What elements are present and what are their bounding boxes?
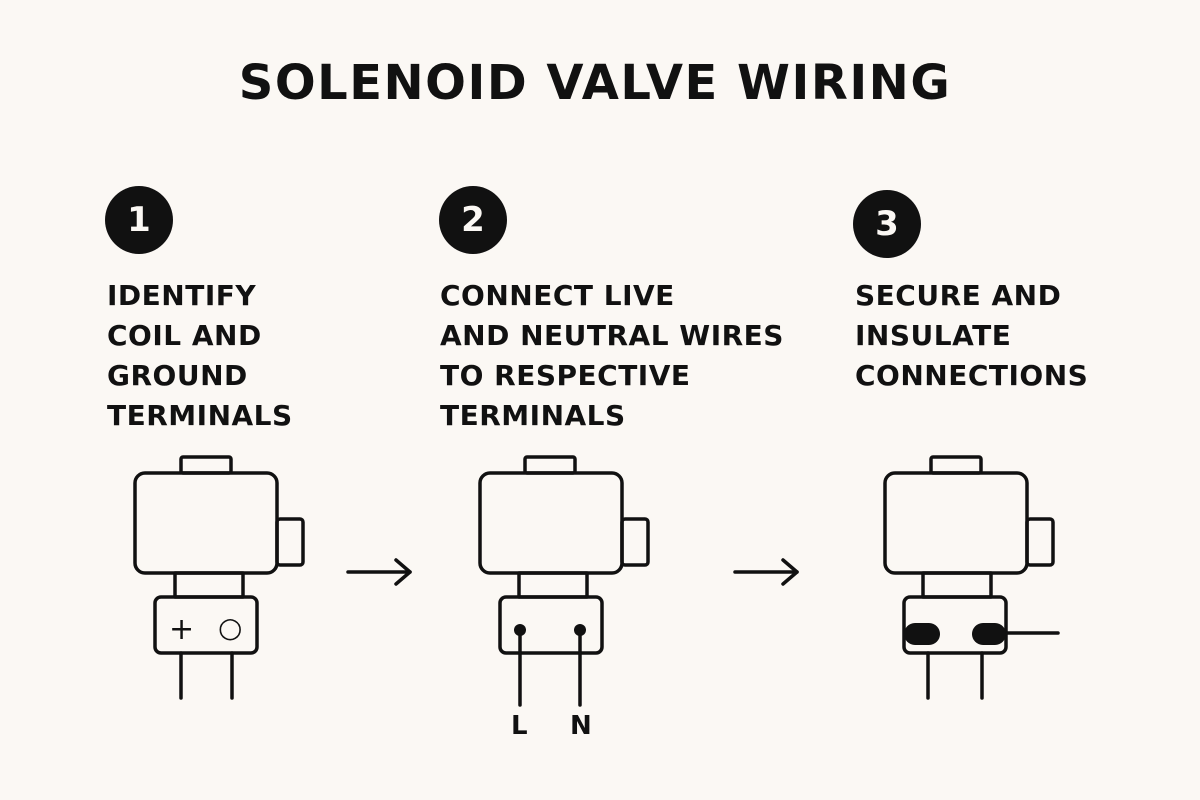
step-2-instructions: CONNECT LIVE AND NEUTRAL WIRES TO RESPEC… [440, 276, 784, 436]
live-wire-label: L [511, 711, 528, 741]
neutral-terminal-dot [574, 624, 586, 636]
insulated-connection-right [972, 623, 1006, 645]
step-2-line: TO RESPECTIVE [440, 359, 691, 392]
step-2-line: AND NEUTRAL WIRES [440, 319, 784, 352]
step-1-line: IDENTIFY [107, 279, 257, 312]
neutral-wire-label: N [570, 711, 592, 741]
step-3-line: SECURE AND [855, 279, 1062, 312]
arrow-right-icon [733, 558, 799, 586]
page-title: SOLENOID VALVE WIRING [238, 55, 952, 111]
step-2-number-badge: 2 [439, 186, 507, 254]
step-3-line: INSULATE [855, 319, 1012, 352]
step-3-number-badge: 3 [853, 190, 921, 258]
step-1-line: GROUND [107, 359, 248, 392]
arrow-right-icon [346, 558, 412, 586]
step-1-line: TERMINALS [107, 399, 293, 432]
step-3-instructions: SECURE AND INSULATE CONNECTIONS [855, 276, 1088, 396]
solenoid-valve-icon [133, 455, 305, 700]
step-1-instructions: IDENTIFY COIL AND GROUND TERMINALS [107, 276, 293, 436]
step-2-line: TERMINALS [440, 399, 626, 432]
insulated-connection-left [904, 623, 940, 645]
step-1-line: COIL AND [107, 319, 262, 352]
live-terminal-dot [514, 624, 526, 636]
step-2-line: CONNECT LIVE [440, 279, 675, 312]
solenoid-valve-icon [883, 455, 1060, 700]
step-3-line: CONNECTIONS [855, 359, 1089, 392]
ground-terminal-symbol: ○ [218, 611, 243, 644]
step-1-number-badge: 1 [105, 186, 173, 254]
positive-terminal-symbol: + [169, 612, 195, 647]
solenoid-valve-icon [478, 455, 650, 707]
